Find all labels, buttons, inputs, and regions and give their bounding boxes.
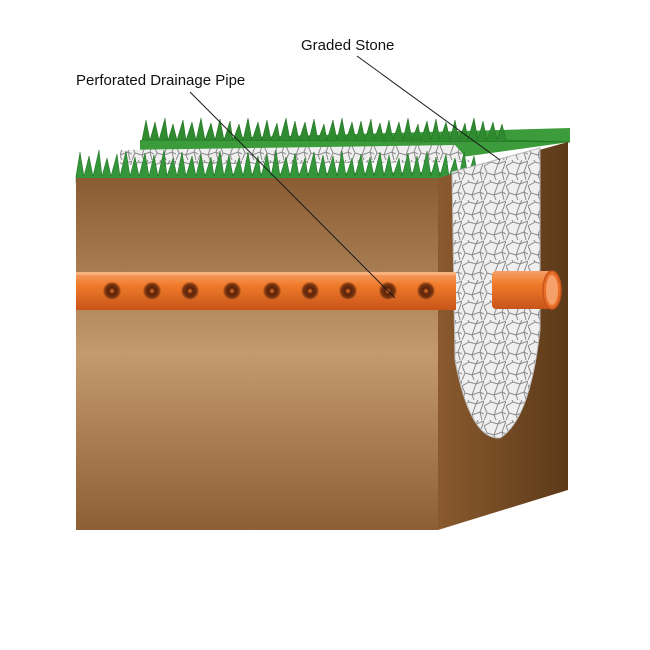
- pipe-hole: [301, 282, 319, 300]
- drainage-pipe-leader-line: [189, 91, 396, 299]
- soil-front-face: [76, 178, 438, 530]
- pipe-hole: [223, 282, 241, 300]
- perforated-drainage-pipe-label: Perforated Drainage Pipe: [76, 72, 246, 89]
- pipe-hole: [181, 282, 199, 300]
- pipe-hole: [417, 282, 435, 300]
- pipe-hole: [143, 282, 161, 300]
- pipe-end-section: [492, 270, 562, 310]
- pipe-perforations: [103, 282, 539, 300]
- pipe-hole: [103, 282, 121, 300]
- pipe-hole: [339, 282, 357, 300]
- graded-stone-leader-line: [356, 55, 501, 161]
- graded-stone-label: Graded Stone: [301, 37, 395, 54]
- pipe-hole: [263, 282, 281, 300]
